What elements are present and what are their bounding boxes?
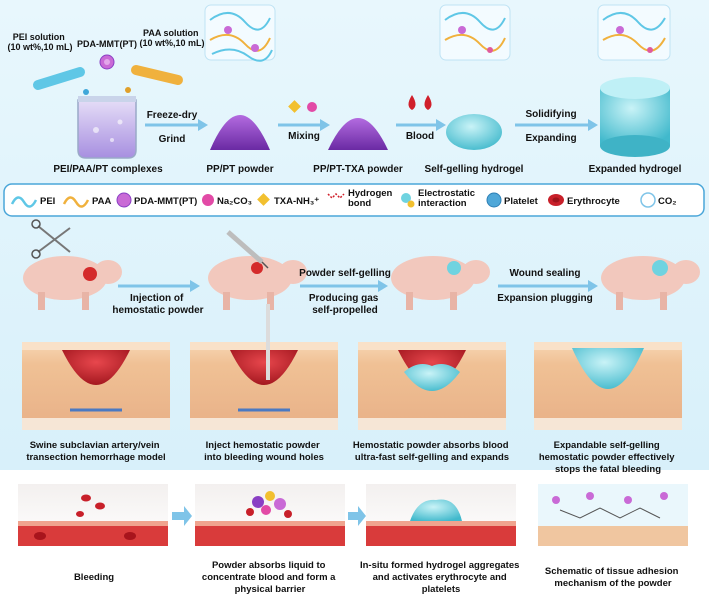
injection-label: Injection of hemostatic powder	[112, 293, 203, 316]
caption-row3-1: Swine subclavian artery/vein transection…	[26, 440, 165, 463]
blood-label: Blood	[406, 131, 434, 142]
arrow-mixing	[278, 119, 330, 131]
mixing-label: Mixing	[288, 131, 320, 142]
electrostatic-legend-icon	[401, 193, 411, 203]
expansion-plugging-label: Expansion plugging	[497, 293, 593, 304]
pig-icon	[23, 256, 122, 310]
grind-label: Grind	[159, 134, 186, 145]
legend-electrostatic: Electrostatic interaction	[418, 188, 478, 209]
vessel-panel-1	[18, 484, 168, 546]
paa-tube	[125, 65, 183, 93]
txa-diamond-icon	[288, 100, 301, 113]
arrow-injection	[118, 280, 200, 292]
expanding-label: Expanding	[525, 133, 576, 144]
expanded-hydrogel	[600, 77, 670, 157]
paa-solution-label: PAA solution (10 wt%,10 mL)	[139, 28, 204, 48]
hbond-legend-icon	[327, 192, 345, 200]
skin-section-4	[534, 342, 682, 430]
arrow-blood	[396, 119, 446, 131]
arrow-freeze-dry	[145, 119, 208, 131]
legend-erythrocyte: Erythrocyte	[567, 196, 620, 207]
expanded-network	[597, 4, 671, 61]
txa-legend-icon	[257, 193, 270, 206]
paa-legend-icon	[62, 196, 90, 208]
hydrogel-network	[439, 4, 511, 61]
legend-platelet: Platelet	[504, 196, 539, 207]
pda-mmt-label: PDA-MMT(PT)	[77, 39, 137, 49]
legend-txa: TXA-NH₃⁺	[274, 196, 319, 207]
caption-pp-pt: PP/PT powder	[206, 164, 273, 175]
scissors-icon	[31, 219, 71, 259]
freeze-dry-label: Freeze-dry	[147, 110, 198, 121]
pei-legend-icon	[10, 196, 38, 208]
caption-pp-pt-txa: PP/PT-TXA powder	[313, 164, 403, 175]
caption-row4-3: In-situ formed hydrogel aggregates and a…	[360, 560, 522, 595]
vessel-panel-3	[366, 484, 516, 546]
legend-paa: PAA	[92, 196, 111, 207]
pda-mmt-particle	[99, 54, 115, 70]
pda-mmt-legend-icon	[116, 192, 132, 208]
pig-2	[208, 256, 307, 310]
caption-expanded: Expanded hydrogel	[589, 164, 682, 175]
caption-row4-4: Schematic of tissue adhesion mechanism o…	[545, 566, 681, 589]
platelet-icon	[486, 192, 502, 208]
caption-self-gelling: Self-gelling hydrogel	[425, 164, 524, 175]
caption-row3-3: Hemostatic powder absorbs blood ultra-fa…	[353, 440, 511, 463]
legend-pei: PEI	[40, 196, 55, 207]
syringe-icon	[226, 230, 269, 269]
pei-tube	[33, 67, 89, 95]
na2co3-icon	[307, 102, 317, 112]
legend-co2: CO₂	[658, 196, 676, 207]
arrow-row4-1	[172, 506, 192, 526]
vessel-panel-4	[538, 484, 688, 546]
caption-row4-2: Powder absorbs liquid to concentrate blo…	[202, 560, 338, 595]
beaker-icon	[77, 96, 137, 159]
arrow-solidifying	[515, 119, 598, 131]
arrow-sealing	[498, 280, 598, 292]
legend: PEI PAA PDA-MMT(PT) Na₂CO₃ TXA-NH₃⁺ Hydr…	[3, 183, 705, 217]
pig-4	[601, 256, 700, 310]
caption-complexes: PEI/PAA/PT complexes	[53, 164, 163, 175]
skin-section-3	[358, 342, 506, 430]
blood-drop-icon	[408, 95, 432, 110]
legend-pda-mmt: PDA-MMT(PT)	[134, 196, 197, 207]
co2-legend-icon	[640, 192, 656, 208]
solidifying-label: Solidifying	[525, 109, 576, 120]
pig-3	[391, 256, 490, 310]
wound-sealing-label: Wound sealing	[510, 268, 581, 279]
arrow-self-gelling	[300, 280, 388, 292]
pei-solution-label: PEI solution (10 wt%,10 mL)	[7, 32, 72, 52]
legend-hbond: Hydrogen bond	[348, 188, 395, 209]
legend-na2co3: Na₂CO₃	[217, 196, 252, 207]
pp-pt-txa-powder-pile	[328, 118, 388, 150]
caption-row4-1: Bleeding	[74, 572, 114, 583]
skin-section-1	[22, 342, 170, 430]
self-gelling-hydrogel	[446, 114, 502, 150]
arrow-row4-2	[348, 506, 366, 526]
caption-row3-2: Inject hemostatic powder into bleeding w…	[204, 440, 324, 463]
pp-pt-powder-pile	[210, 115, 270, 150]
powder-self-gelling-label: Powder self-gelling	[299, 268, 391, 279]
vessel-panel-2	[195, 484, 345, 546]
skin-section-2	[190, 304, 338, 430]
na2co3-legend-icon	[202, 194, 214, 206]
producing-gas-label: Producing gas self-propelled	[309, 293, 381, 316]
caption-row3-4: Expandable self-gelling hemostatic powde…	[539, 440, 677, 475]
pp-pt-network	[204, 4, 276, 62]
